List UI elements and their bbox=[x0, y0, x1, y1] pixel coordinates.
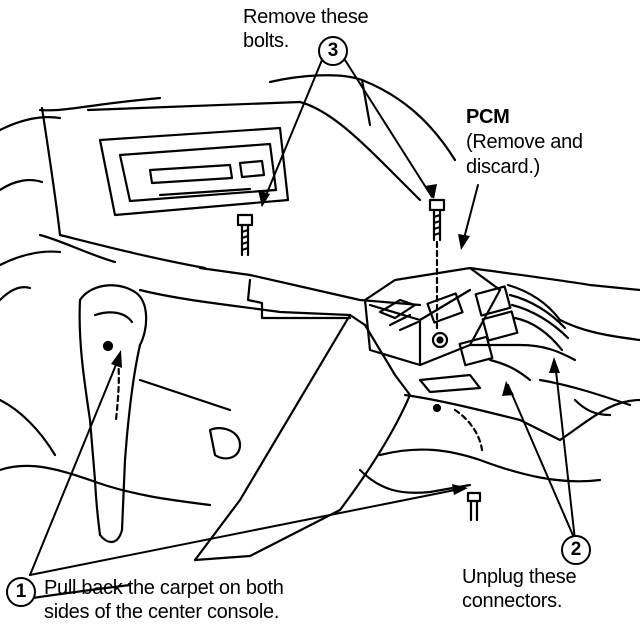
callout-step-2: 2 bbox=[561, 535, 591, 565]
shift-lever bbox=[78, 284, 148, 543]
right-carpet bbox=[358, 266, 640, 494]
pcm-label-line1: (Remove and bbox=[466, 131, 583, 153]
pcm-module bbox=[363, 266, 502, 367]
unplug-label-line1: Unplug these bbox=[462, 566, 577, 588]
center-console bbox=[138, 266, 422, 562]
pcm-label-line2: discard.) bbox=[466, 156, 540, 178]
dashboard-panel bbox=[0, 74, 457, 270]
unplug-label-line2: connectors. bbox=[462, 590, 563, 612]
callout-step-3: 3 bbox=[318, 36, 348, 66]
bolt-right bbox=[428, 198, 446, 332]
remove-bolts-label-line2: bolts. bbox=[243, 30, 290, 52]
remove-bolts-label-line1: Remove these bbox=[243, 6, 369, 28]
bolt-left bbox=[236, 213, 254, 257]
left-seat-area bbox=[0, 233, 232, 602]
arrowheads bbox=[111, 184, 560, 495]
pcm-title-label: PCM bbox=[466, 106, 510, 128]
bolt-floor bbox=[466, 491, 482, 522]
callout-step-1: 1 bbox=[6, 577, 36, 607]
carpet-label-line2: sides of the center console. bbox=[44, 601, 280, 623]
carpet-label-line1: Pull back the carpet on both bbox=[44, 577, 284, 599]
pcm-connectors bbox=[418, 283, 577, 394]
leader-lines bbox=[29, 59, 576, 576]
